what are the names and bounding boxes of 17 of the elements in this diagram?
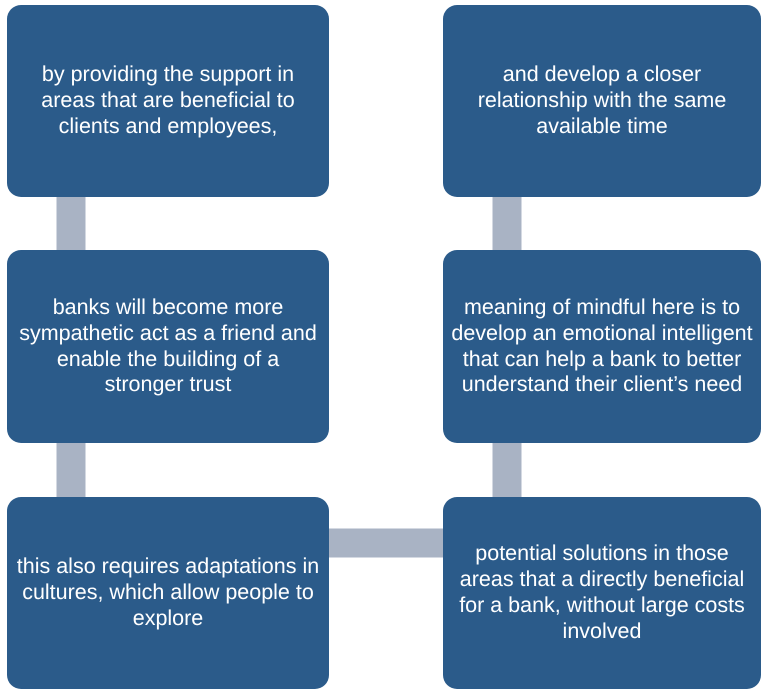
box-text: this also requires adaptations in cultures, which allow people to explore xyxy=(16,554,320,632)
connector-bar xyxy=(56,197,86,250)
box-text: and develop a closer relationship with the same available time xyxy=(476,62,728,140)
connector-bar xyxy=(492,443,522,497)
box-text: potential solutions in those areas that a directly beneficial for a bank, without large costs involved xyxy=(458,541,746,645)
connector-bar xyxy=(329,528,443,558)
process-box xyxy=(443,497,761,689)
box-text: by providing the support in areas that are beneficial to clients and employees, xyxy=(40,62,296,140)
process-box xyxy=(443,250,761,443)
process-box xyxy=(7,5,329,197)
box-text: meaning of mindful here is to develop an emotional intelligent that can help a bank to better understand their client’s need xyxy=(451,294,753,398)
connector-bar xyxy=(492,197,522,250)
process-box xyxy=(443,5,761,197)
process-box xyxy=(7,497,329,689)
box-text: banks will become more sympathetic act as a friend and enable the building of a stronger trust xyxy=(18,294,318,398)
process-box xyxy=(7,250,329,443)
connector-bar xyxy=(56,443,86,497)
